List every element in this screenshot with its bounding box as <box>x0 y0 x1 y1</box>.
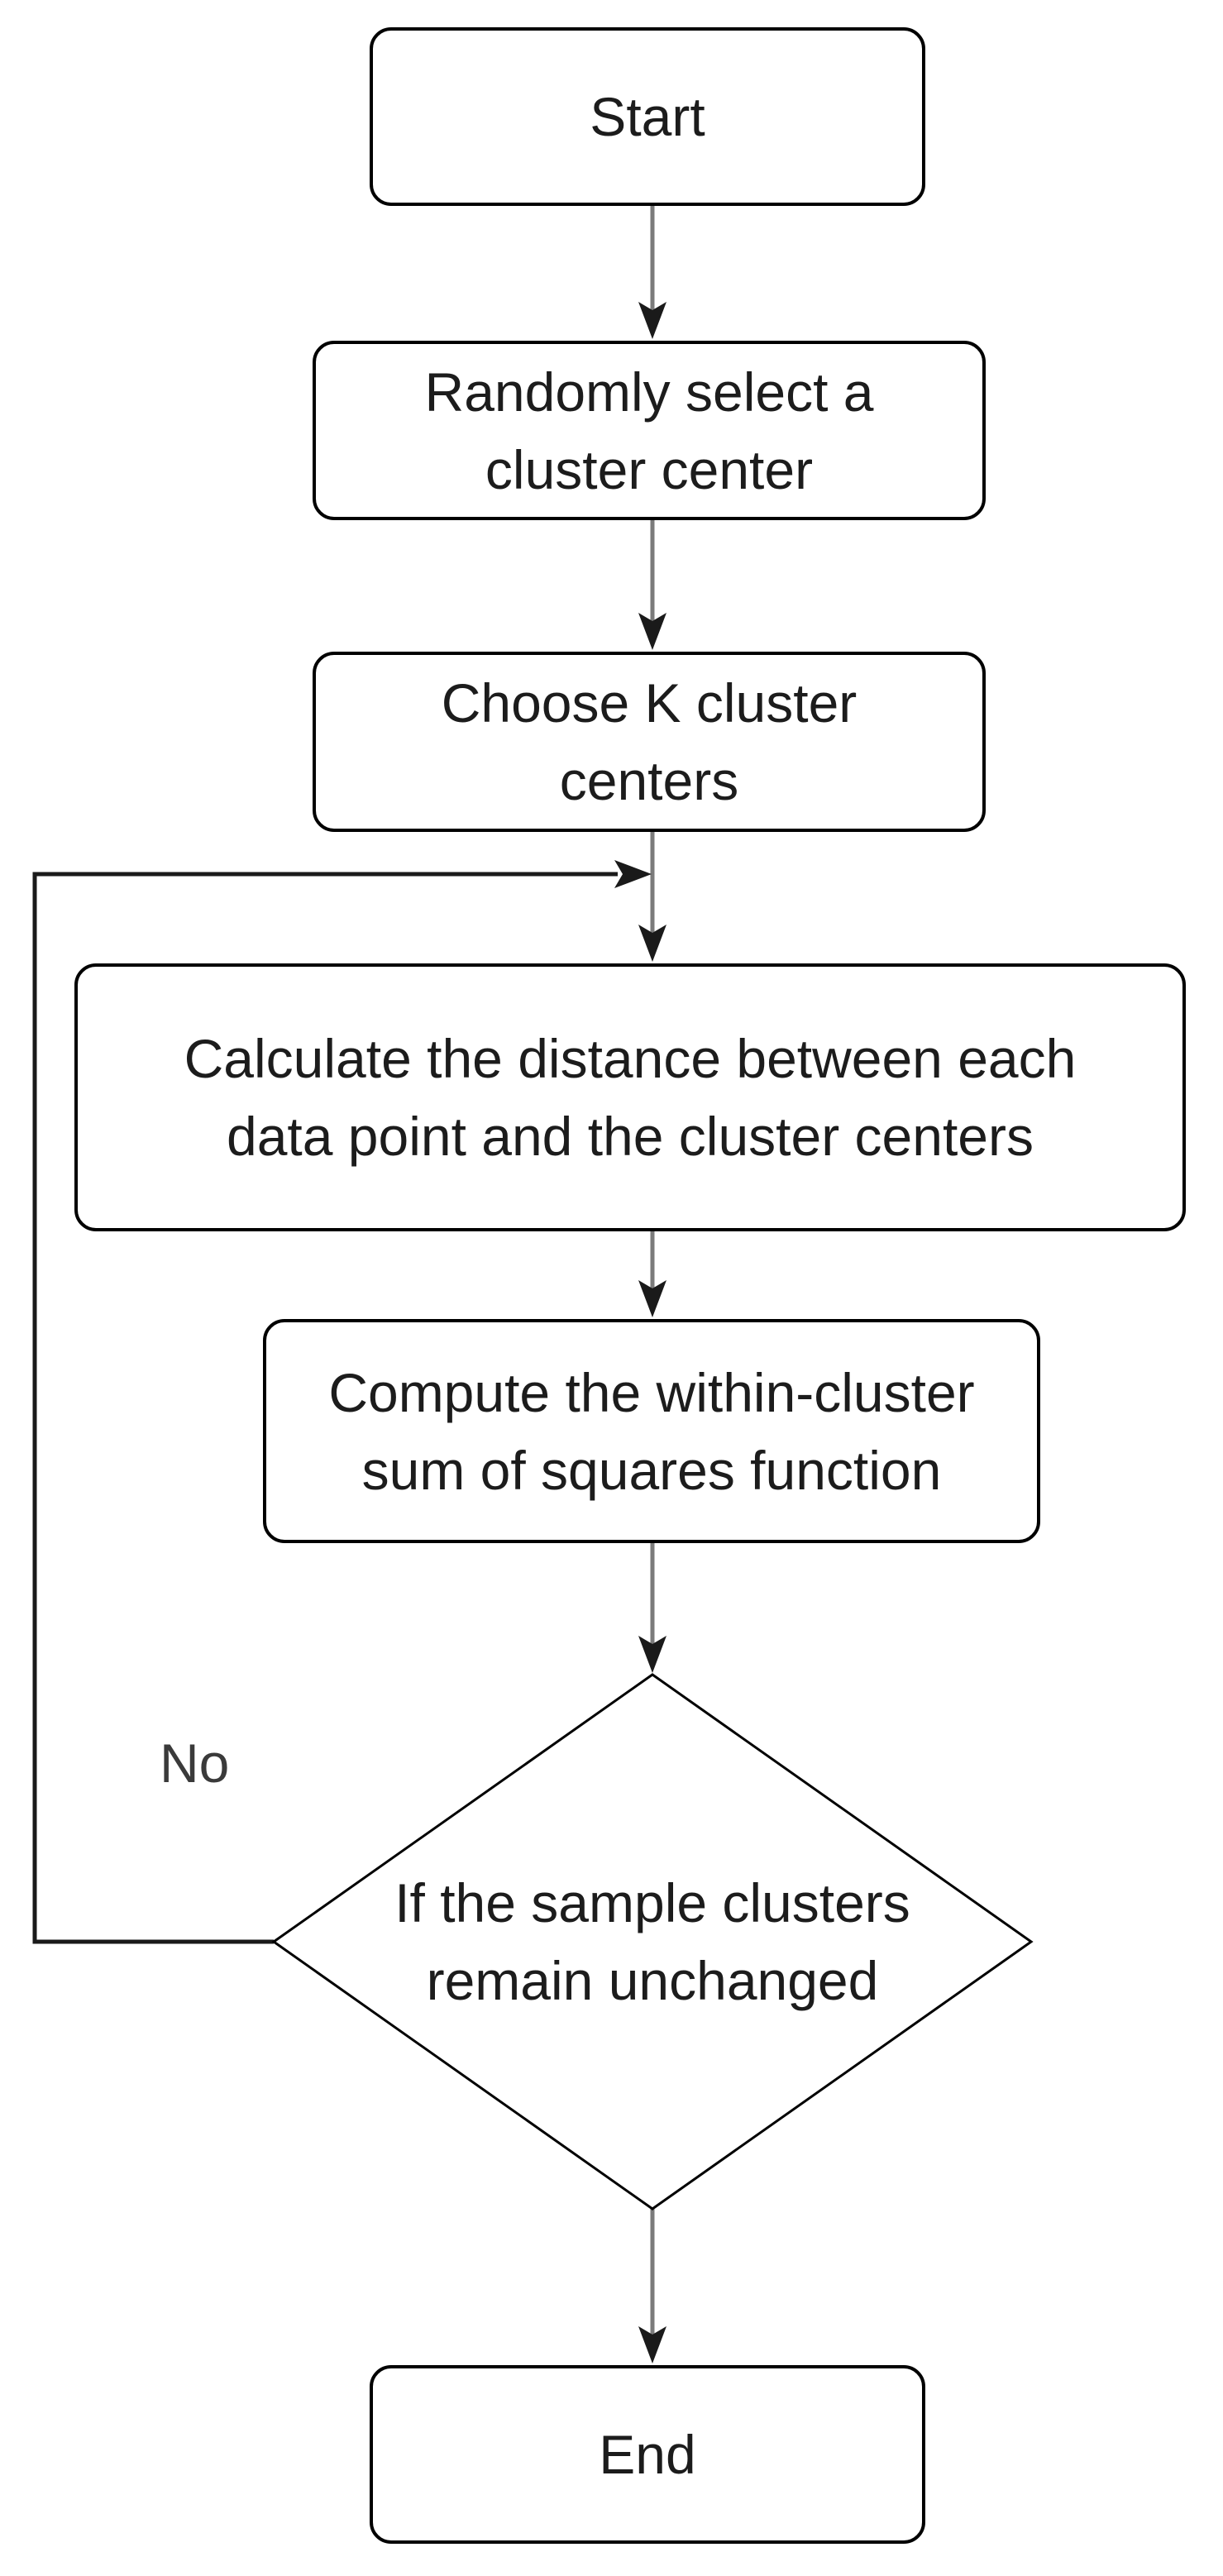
arrowhead-select-to-choose <box>638 613 666 650</box>
arrowhead-calculate-to-compute <box>638 1280 666 1317</box>
arrowhead-no-loop <box>614 860 652 888</box>
arrowhead-compute-to-decision <box>638 1636 666 1673</box>
edge-label-no: No <box>160 1732 230 1794</box>
arrowhead-choose-to-calculate <box>638 925 666 962</box>
arrowhead-decision-to-end <box>638 2326 666 2363</box>
node-compute-wcss-label: Compute the within-cluster sum of square… <box>328 1361 975 1501</box>
node-calculate-distance: Calculate the distance between each data… <box>74 963 1186 1231</box>
node-end: End <box>370 2365 925 2544</box>
node-randomly-select-label: Randomly select a cluster center <box>424 361 874 500</box>
node-choose-k-cluster-centers: Choose K cluster centers <box>313 652 986 832</box>
node-end-label: End <box>599 2424 696 2485</box>
node-start: Start <box>370 27 925 206</box>
decision-diamond-label: If the sample clusters remain unchanged <box>394 1872 910 2011</box>
decision-diamond <box>271 1673 1034 2210</box>
node-compute-wcss: Compute the within-cluster sum of square… <box>263 1319 1040 1543</box>
node-start-label: Start <box>590 86 705 147</box>
decision-diamond-label-box: If the sample clusters remain unchanged <box>322 1861 983 2023</box>
arrowhead-start-to-select <box>638 302 666 339</box>
no-loop-line <box>32 872 618 1944</box>
node-randomly-select-cluster-center: Randomly select a cluster center <box>313 341 986 520</box>
node-choose-k-label: Choose K cluster centers <box>441 672 858 811</box>
node-calculate-distance-label: Calculate the distance between each data… <box>184 1028 1077 1167</box>
